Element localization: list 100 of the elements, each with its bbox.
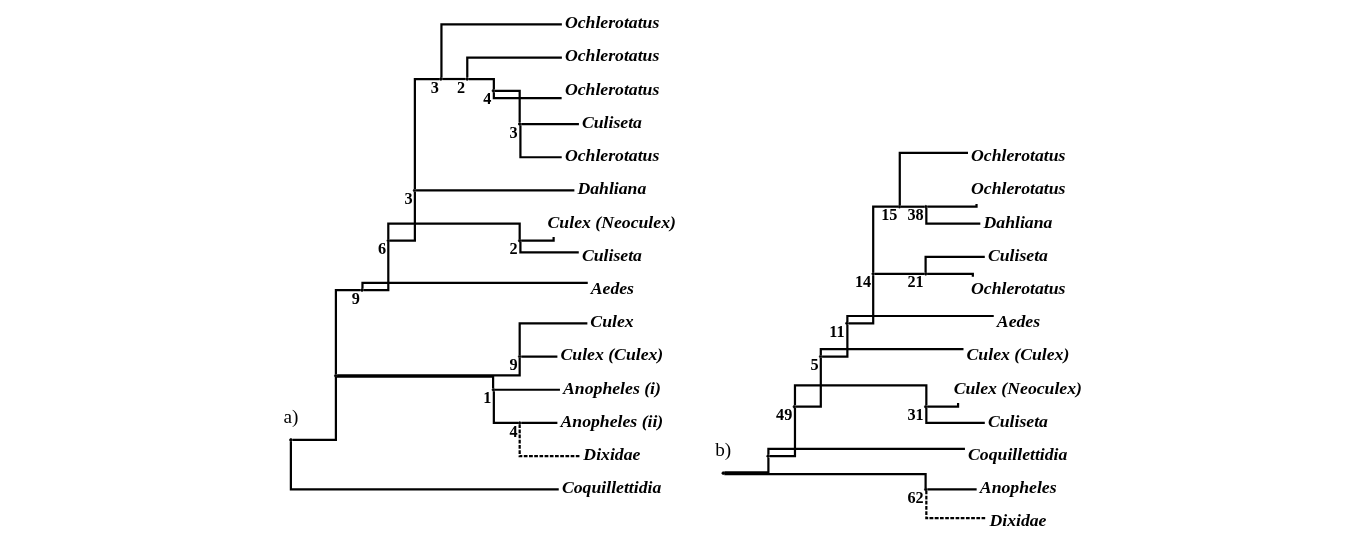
node-point xyxy=(491,89,496,93)
node-label: 11 xyxy=(829,322,845,341)
node-text: Culiseta xyxy=(987,410,1048,431)
connector xyxy=(292,377,337,442)
node-label: 5 xyxy=(810,356,819,375)
connector xyxy=(724,457,770,474)
node-point xyxy=(792,405,797,409)
node-point xyxy=(897,205,902,209)
connector xyxy=(848,275,875,325)
node-text: Culex xyxy=(590,311,634,332)
node-text: Dahliana xyxy=(577,178,647,199)
connector xyxy=(767,447,965,455)
connector xyxy=(336,375,495,389)
connector xyxy=(361,281,588,289)
node-label: 9 xyxy=(509,356,518,375)
node-label: 3 xyxy=(430,78,439,97)
connector xyxy=(925,208,981,225)
connector xyxy=(389,191,416,242)
node-point xyxy=(465,77,469,81)
connector xyxy=(413,77,440,189)
node-label: 1 xyxy=(483,389,492,408)
connector xyxy=(494,388,560,391)
connector xyxy=(521,355,558,358)
connector xyxy=(927,272,974,277)
node-label: 6 xyxy=(378,240,387,259)
node-text: Anopheles (ii) xyxy=(560,410,664,431)
node-text: Ochlerotatus xyxy=(971,145,1066,166)
connector xyxy=(416,189,575,192)
connector xyxy=(925,490,987,520)
label: a) xyxy=(283,406,299,428)
node-text: Culiseta xyxy=(581,244,642,265)
node-text: Ochlerotatus xyxy=(564,78,660,99)
node-point xyxy=(818,354,823,359)
node-label: 4 xyxy=(509,422,518,441)
node-point xyxy=(924,272,928,276)
node-label: 14 xyxy=(854,273,872,292)
node-text: Coquillettidia xyxy=(561,477,662,498)
connector xyxy=(927,488,977,491)
connector xyxy=(492,391,519,425)
connector xyxy=(518,424,581,458)
node-text: Ochlerotatus xyxy=(564,145,660,166)
connector xyxy=(819,348,964,356)
connector xyxy=(521,237,555,242)
connector xyxy=(334,289,361,375)
node-point xyxy=(518,122,522,126)
node-point xyxy=(518,354,522,359)
node-label: 3 xyxy=(404,190,413,209)
connector xyxy=(289,441,559,491)
node-label: 62 xyxy=(907,488,924,507)
connector xyxy=(898,151,968,206)
node-point xyxy=(518,421,522,425)
label: b) xyxy=(715,439,732,461)
connector xyxy=(924,255,985,273)
node-point xyxy=(386,238,390,243)
node-text: Culiseta xyxy=(581,111,642,132)
connector xyxy=(927,403,960,408)
node-point xyxy=(766,454,770,458)
connector xyxy=(519,242,579,254)
node-label: 31 xyxy=(907,406,924,425)
node-text: Culex (Neoculex) xyxy=(547,211,676,232)
connector xyxy=(793,384,928,406)
node-point xyxy=(871,272,875,276)
node-label: 2 xyxy=(509,240,518,259)
connector xyxy=(440,23,562,78)
connector xyxy=(337,358,521,377)
connector xyxy=(494,89,521,123)
node-text: Ochlerotatus xyxy=(564,12,660,33)
node-text: Dahliana xyxy=(983,211,1053,232)
node-point xyxy=(412,188,417,193)
connector xyxy=(795,358,822,408)
node-text: Dixidae xyxy=(583,444,641,465)
connector xyxy=(874,272,925,275)
node-point xyxy=(491,388,496,392)
connector xyxy=(521,421,558,425)
connector xyxy=(822,324,849,358)
node-point xyxy=(360,288,364,292)
connector xyxy=(466,56,562,78)
node-point xyxy=(845,321,849,325)
connector xyxy=(769,407,797,458)
node-text: Culiseta xyxy=(987,244,1048,265)
node-text: Aedes xyxy=(590,277,635,298)
node-text: Coquillettidia xyxy=(968,444,1068,465)
connector xyxy=(387,222,521,240)
node-point xyxy=(721,471,725,475)
node-label: 38 xyxy=(907,206,924,225)
node-text: Culex (Culex) xyxy=(966,344,1070,365)
node-label: 21 xyxy=(907,273,924,292)
node-label: 3 xyxy=(509,123,518,142)
node-text: Dixidae xyxy=(989,510,1047,531)
node-text: Aedes xyxy=(996,311,1041,332)
node-point xyxy=(518,238,522,243)
node-label: 2 xyxy=(456,78,466,97)
connector xyxy=(521,122,579,126)
node-text: Ochlerotatus xyxy=(564,45,660,66)
node-point xyxy=(924,487,928,492)
node-point xyxy=(289,438,293,442)
connector xyxy=(518,322,588,356)
node-point xyxy=(924,405,928,409)
node-point xyxy=(439,77,443,81)
connector xyxy=(724,472,927,488)
